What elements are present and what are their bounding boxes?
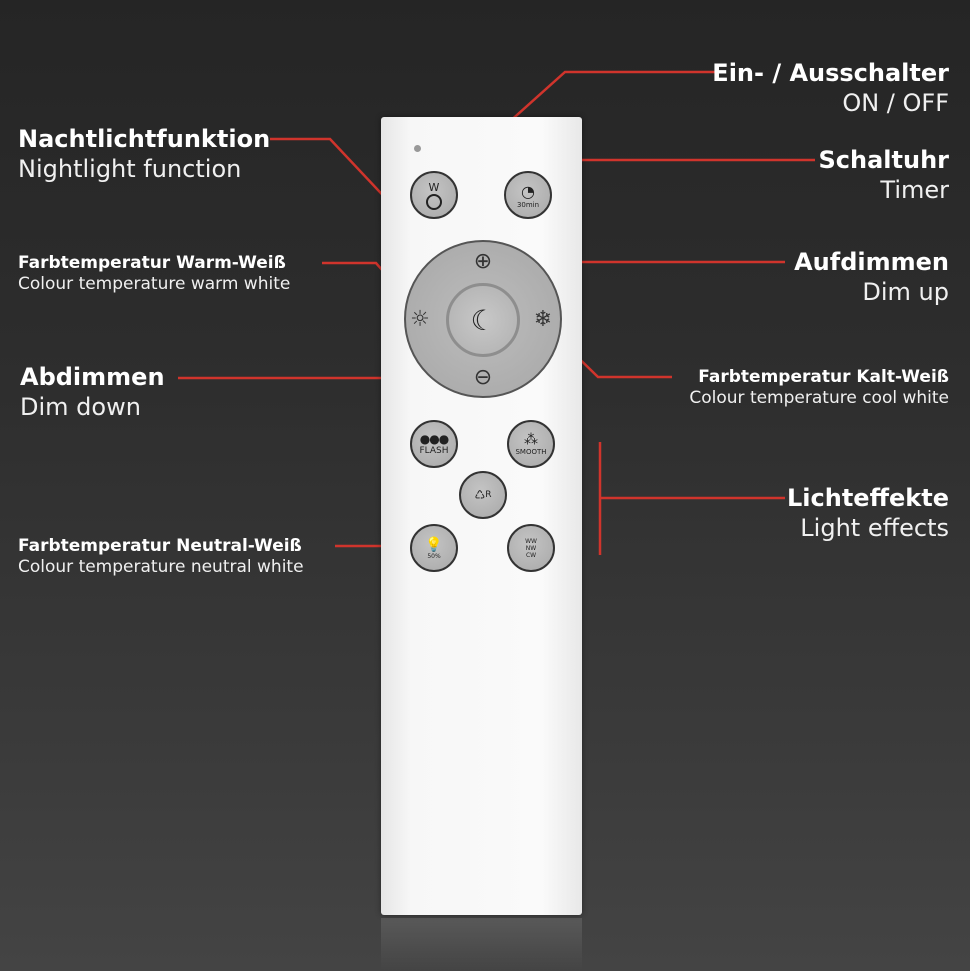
label-warm-white: Farbtemperatur Warm-Weiß Colour temperat… bbox=[18, 253, 290, 296]
label-nightlight: Nachtlichtfunktion Nightlight function bbox=[18, 124, 270, 184]
label-on-off: Ein- / Ausschalter ON / OFF bbox=[712, 58, 949, 118]
rgb-cycle-icon: ♺ bbox=[474, 488, 486, 502]
led-indicator bbox=[414, 145, 421, 152]
label-on-off-en: ON / OFF bbox=[842, 89, 949, 117]
label-light-effects-de: Lichteffekte bbox=[786, 484, 949, 512]
cool-white-snowflake-icon[interactable]: ❄ bbox=[533, 307, 553, 332]
label-neutral-white-de: Farbtemperatur Neutral-Weiß bbox=[18, 536, 302, 556]
label-nightlight-en: Nightlight function bbox=[18, 155, 242, 183]
label-on-off-de: Ein- / Ausschalter bbox=[712, 59, 949, 87]
label-light-effects: Lichteffekte Light effects bbox=[787, 483, 949, 543]
label-neutral-white: Farbtemperatur Neutral-Weiß Colour tempe… bbox=[18, 536, 304, 579]
timer-button-glyph: 30min bbox=[516, 200, 540, 209]
label-dim-down-en: Dim down bbox=[20, 393, 141, 421]
smooth-circles-icon: ⁂ bbox=[524, 432, 538, 448]
smooth-button[interactable]: ⁂ SMOOTH bbox=[507, 420, 555, 468]
label-dim-up-en: Dim up bbox=[862, 278, 949, 306]
nightlight-button[interactable]: ☾ bbox=[446, 283, 520, 357]
power-icon bbox=[426, 193, 442, 210]
label-cool-white: Farbtemperatur Kalt-Weiß Colour temperat… bbox=[689, 367, 949, 410]
label-neutral-white-en: Colour temperature neutral white bbox=[18, 557, 304, 578]
label-warm-white-de: Farbtemperatur Warm-Weiß bbox=[18, 253, 286, 273]
flash-button[interactable]: ●●● FLASH bbox=[410, 420, 458, 468]
neutral-white-button[interactable]: 💡 50% bbox=[410, 524, 458, 572]
remote-reflection bbox=[381, 918, 582, 971]
label-dim-up-de: Aufdimmen bbox=[794, 248, 949, 276]
moon-stars-icon: ☾ bbox=[470, 303, 496, 337]
label-warm-white-en: Colour temperature warm white bbox=[18, 274, 291, 295]
color-temp-cycle-button[interactable]: WW NW CW bbox=[507, 524, 555, 572]
rgb-glyph: R bbox=[485, 490, 492, 500]
flash-label: FLASH bbox=[419, 446, 449, 456]
label-cool-white-de: Farbtemperatur Kalt-Weiß bbox=[698, 367, 949, 387]
label-dim-down: Abdimmen Dim down bbox=[20, 362, 165, 422]
label-timer-en: Timer bbox=[880, 176, 949, 204]
dim-down-icon[interactable]: ⊖ bbox=[473, 365, 493, 390]
clock-icon: ◔ bbox=[521, 181, 535, 201]
power-button-glyph: W bbox=[428, 180, 440, 194]
warm-white-sun-icon[interactable]: ☼ bbox=[410, 307, 430, 332]
timer-button[interactable]: ◔ 30min bbox=[504, 171, 552, 219]
rgb-button[interactable]: ♺ R bbox=[459, 471, 507, 519]
label-dim-up: Aufdimmen Dim up bbox=[794, 247, 949, 307]
label-dim-down-de: Abdimmen bbox=[20, 363, 165, 391]
power-button[interactable]: W bbox=[410, 171, 458, 219]
neutral-glyph: 50% bbox=[427, 552, 441, 560]
line-timer bbox=[557, 158, 815, 183]
label-timer-de: Schaltuhr bbox=[818, 146, 950, 174]
label-cool-white-en: Colour temperature cool white bbox=[689, 388, 949, 409]
three-dots-icon: ●●● bbox=[419, 432, 449, 446]
cycle-glyph: WW NW CW bbox=[525, 537, 537, 559]
label-timer: Schaltuhr Timer bbox=[819, 145, 950, 205]
bulb-icon: 💡 bbox=[425, 536, 443, 553]
label-light-effects-en: Light effects bbox=[800, 514, 949, 542]
dim-up-icon[interactable]: ⊕ bbox=[473, 249, 493, 274]
smooth-label: SMOOTH bbox=[515, 448, 547, 456]
label-nightlight-de: Nachtlichtfunktion bbox=[18, 125, 271, 153]
